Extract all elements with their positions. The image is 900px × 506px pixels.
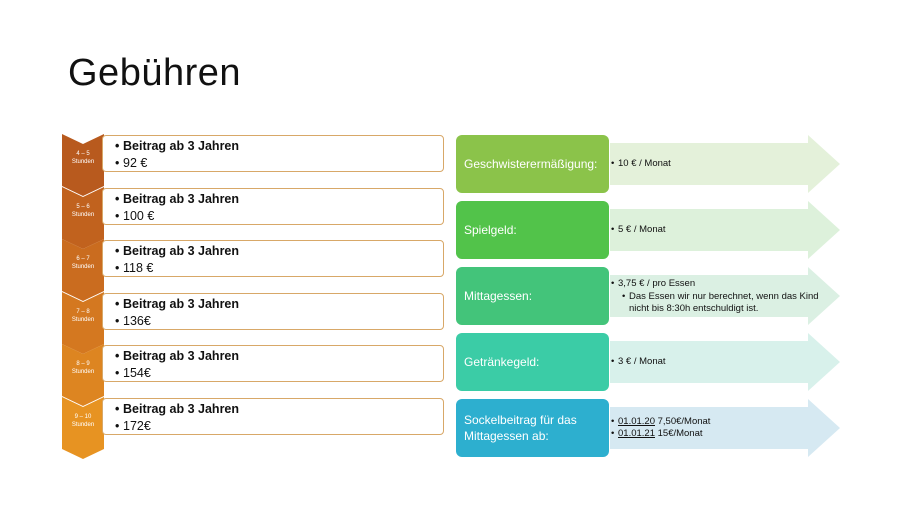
fee-hours: 7 – 8	[76, 308, 90, 315]
value-2: 15€/Monat	[657, 428, 703, 439]
fee-amount: 154€	[115, 365, 443, 382]
category-box: Geschwisterermäßigung:	[456, 135, 609, 193]
fee-unit: Stunden	[71, 421, 95, 428]
fee-hours: 5 – 6	[76, 203, 90, 210]
extra-sibling: Geschwisterermäßigung: 10 € / Monat	[456, 135, 841, 201]
fee-amount: 100 €	[115, 208, 443, 225]
detail-value: 10 € / Monat	[611, 158, 851, 170]
detail-value: 3 € / Monat	[611, 356, 851, 368]
chevron-shape	[62, 291, 104, 354]
detail-value: 5 € / Monat	[611, 224, 851, 236]
category-box: Spielgeld:	[456, 201, 609, 259]
detail-text: 3 € / Monat	[611, 333, 851, 391]
fee-box: Beitrag ab 3 Jahren 92 €	[102, 135, 444, 172]
fee-row-8-9: 8 – 9 Stunden Beitrag ab 3 Jahren 154€	[62, 344, 447, 406]
fee-row-6-7: 6 – 7 Stunden Beitrag ab 3 Jahren 118 €	[62, 239, 447, 301]
fee-hours: 4 – 5	[76, 151, 90, 157]
category-box: Getränkegeld:	[456, 333, 609, 391]
fee-amount: 172€	[115, 418, 443, 435]
fee-hours: 9 – 10	[74, 413, 92, 420]
extra-lunch: Mittagessen: 3,75 € / pro Essen Das Esse…	[456, 267, 841, 333]
category-box: Sockelbeitrag für das Mittagessen ab:	[456, 399, 609, 457]
extras-list: Geschwisterermäßigung: 10 € / Monat Spie…	[456, 135, 841, 465]
fee-label: Beitrag ab 3 Jahren	[115, 138, 443, 155]
extra-play: Spielgeld: 5 € / Monat	[456, 201, 841, 267]
fee-box: Beitrag ab 3 Jahren 154€	[102, 345, 444, 382]
fee-row-4-5: 4 – 5 Stunden Beitrag ab 3 Jahren 92 €	[62, 134, 447, 196]
detail-note: Das Essen wir nur berechnet, wenn das Ki…	[611, 291, 829, 315]
category-box: Mittagessen:	[456, 267, 609, 325]
extra-drinks: Getränkegeld: 3 € / Monat	[456, 333, 841, 399]
detail-text: 3,75 € / pro Essen Das Essen wir nur ber…	[611, 267, 851, 325]
fee-box: Beitrag ab 3 Jahren 172€	[102, 397, 444, 435]
fee-amount: 118 €	[115, 260, 443, 277]
chevron-shape	[62, 239, 104, 301]
fee-label: Beitrag ab 3 Jahren	[115, 348, 443, 365]
date-1: 01.01.20	[618, 416, 655, 427]
detail-text: 01.01.20 7,50€/Monat 01.01.21 15€/Monat	[611, 399, 851, 457]
fee-unit: Stunden	[71, 211, 95, 218]
chevron-4-5: 4 – 5 Stunden	[62, 134, 104, 196]
fee-label: Beitrag ab 3 Jahren	[115, 191, 443, 208]
extra-base: Sockelbeitrag für das Mittagessen ab: 01…	[456, 399, 841, 465]
detail-line-1: 01.01.20 7,50€/Monat	[611, 416, 851, 428]
detail-value: 3,75 € / pro Essen	[611, 278, 851, 290]
date-2: 01.01.21	[618, 428, 655, 439]
fee-unit: Stunden	[71, 264, 95, 270]
chevron-shape	[62, 186, 104, 249]
fee-label: Beitrag ab 3 Jahren	[115, 296, 443, 313]
fee-unit: Stunden	[71, 369, 95, 375]
fee-box: Beitrag ab 3 Jahren 100 €	[102, 187, 444, 225]
fee-label: Beitrag ab 3 Jahren	[115, 243, 443, 260]
fee-list: 4 – 5 Stunden Beitrag ab 3 Jahren 92 € 5 …	[62, 134, 447, 459]
chevron-shape	[62, 134, 104, 196]
fee-unit: Stunden	[71, 159, 95, 165]
chevron-shape	[62, 344, 104, 406]
detail-line-2: 01.01.21 15€/Monat	[611, 428, 851, 440]
fee-box: Beitrag ab 3 Jahren 118 €	[102, 240, 444, 277]
chevron-shape	[62, 396, 104, 459]
chevron-6-7: 6 – 7 Stunden	[62, 239, 104, 301]
fee-hours: 6 – 7	[76, 256, 90, 262]
fee-hours: 8 – 9	[76, 361, 90, 367]
fee-box: Beitrag ab 3 Jahren 136€	[102, 292, 444, 330]
page-title: Gebühren	[68, 52, 242, 94]
fee-label: Beitrag ab 3 Jahren	[115, 401, 443, 418]
detail-text: 10 € / Monat	[611, 135, 851, 193]
detail-text: 5 € / Monat	[611, 201, 851, 259]
fee-amount: 136€	[115, 313, 443, 330]
chevron-8-9: 8 – 9 Stunden	[62, 344, 104, 406]
fee-unit: Stunden	[71, 316, 95, 323]
fee-amount: 92 €	[115, 155, 443, 172]
value-1: 7,50€/Monat	[657, 416, 711, 427]
